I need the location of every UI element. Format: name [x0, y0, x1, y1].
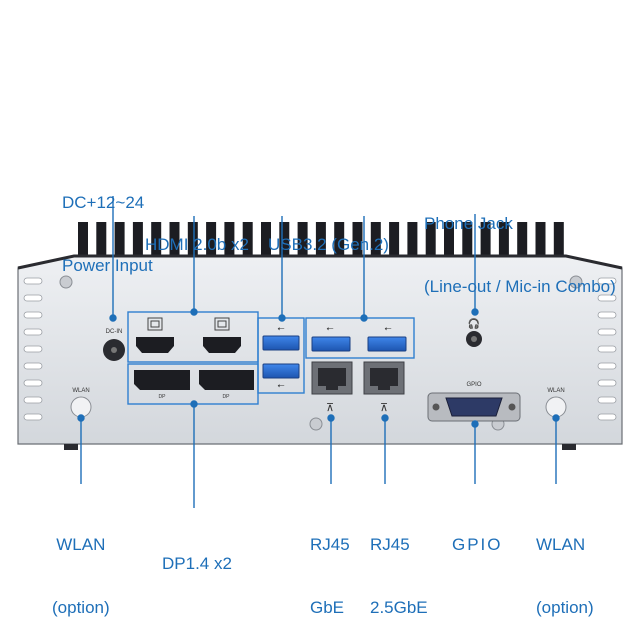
screw-mid-left [309, 417, 323, 431]
label-wlan-left: WLAN (option) [52, 535, 110, 617]
heatsink-fin [187, 222, 198, 258]
heatsink-fin [78, 222, 88, 258]
rj45-port-25gbe: ⊼ [363, 361, 405, 414]
label-rj45-gbe: RJ45 GbE [310, 535, 350, 617]
svg-text:⊼: ⊼ [380, 401, 388, 414]
phone-jack-hole [471, 336, 477, 342]
label-wlan-right: WLAN (option) [536, 535, 594, 617]
heatsink-fin [553, 222, 564, 258]
heatsink-fin [444, 222, 454, 258]
callout-lines [77, 196, 560, 508]
headphone-icon: 🎧 [468, 317, 480, 330]
heatsink-fin [242, 222, 253, 258]
vent-slot [597, 294, 617, 302]
label-dp: DP1.4 x2 [162, 554, 232, 573]
vent-slot [597, 396, 617, 404]
screw-left [59, 275, 73, 289]
svg-text:DP: DP [223, 394, 231, 400]
heatsink-fin [169, 222, 180, 258]
gpio-panel-label: GPIO [466, 382, 481, 388]
heatsink-fin [151, 222, 162, 258]
heatsink-fin [389, 222, 400, 258]
dc-in-panel-label: DC-IN [106, 329, 123, 335]
usb-port-4 [367, 336, 407, 352]
usb-port-1 [262, 335, 300, 351]
vent-slot [597, 311, 617, 319]
label-rj45-25gbe: RJ45 2.5GbE [370, 535, 428, 617]
heatsink-fin [517, 222, 528, 258]
left-vents [23, 277, 43, 421]
usb-symbol-4: ⭠ [384, 324, 391, 334]
usb-symbol-2: ⭠ [277, 381, 284, 391]
usb-port-3 [311, 336, 351, 352]
svg-text:DP: DP [159, 394, 167, 400]
dp-port-1: DP [134, 370, 190, 400]
label-usb: USB3.2 (Gen.2) [268, 235, 389, 254]
usb-symbol-1: ⭠ [277, 324, 284, 334]
heatsink-fin [279, 222, 290, 258]
vent-slot [23, 328, 43, 336]
heatsink-fin [132, 222, 143, 258]
foot-right [562, 444, 576, 450]
hdmi-port-1 [136, 317, 174, 353]
heatsink-fins [78, 222, 564, 258]
hdmi-port-2 [203, 317, 241, 353]
vent-slot [23, 311, 43, 319]
heatsink-fin [315, 222, 326, 258]
label-hdmi: HDMI 2.0b x2 [145, 235, 249, 254]
vent-slot [597, 328, 617, 336]
svg-text:⊼: ⊼ [326, 401, 334, 414]
heatsink-fin [206, 222, 217, 258]
foot-left [64, 444, 78, 450]
vent-slot [597, 379, 617, 387]
heatsink-fin [352, 222, 363, 258]
vent-slot [23, 294, 43, 302]
vent-slot [23, 345, 43, 353]
wlan-right-panel-label: WLAN [547, 388, 564, 394]
vent-slot [597, 277, 617, 285]
wlan-left-mount [70, 396, 92, 418]
usb-group-right-box [305, 317, 415, 359]
vent-slot [597, 362, 617, 370]
label-phone-jack: Phone Jack (Line-out / Mic-in Combo) [424, 214, 616, 296]
vent-slot [597, 413, 617, 421]
vent-slot [23, 413, 43, 421]
label-dc-in: DC+12~24 Power Input [62, 193, 153, 275]
heatsink-fin [96, 222, 107, 258]
heatsink-fin [535, 222, 546, 258]
vent-slot [23, 277, 43, 285]
heatsink-fin [425, 222, 436, 258]
heatsink-fin [407, 222, 418, 258]
chassis-top-edge [17, 254, 623, 270]
wlan-right-mount [545, 396, 567, 418]
usb-symbol-3: ⭠ [326, 324, 333, 334]
wlan-left-panel-label: WLAN [72, 388, 89, 394]
heatsink-fin [114, 222, 125, 258]
right-vents [597, 277, 617, 421]
label-gpio: GPIO [452, 535, 503, 554]
heatsink-fin [261, 222, 271, 258]
heatsink-fin [297, 222, 308, 258]
vent-slot [597, 345, 617, 353]
vent-slot [23, 362, 43, 370]
heatsink-fin [498, 222, 509, 258]
heatsink-fin [480, 222, 491, 258]
usb-port-2 [262, 363, 300, 379]
gpio-connector [427, 392, 521, 422]
vent-slot [23, 379, 43, 387]
heatsink-fin [224, 222, 235, 258]
dc-in-jack-pin [111, 347, 117, 353]
heatsink-fin [334, 222, 345, 258]
heatsink-fin [370, 222, 381, 258]
dp-port-2: DP [199, 370, 254, 400]
vent-slot [23, 396, 43, 404]
rj45-port-gbe: ⊼ [311, 361, 353, 414]
heatsink-fin [462, 222, 473, 258]
screw-right [569, 275, 583, 289]
